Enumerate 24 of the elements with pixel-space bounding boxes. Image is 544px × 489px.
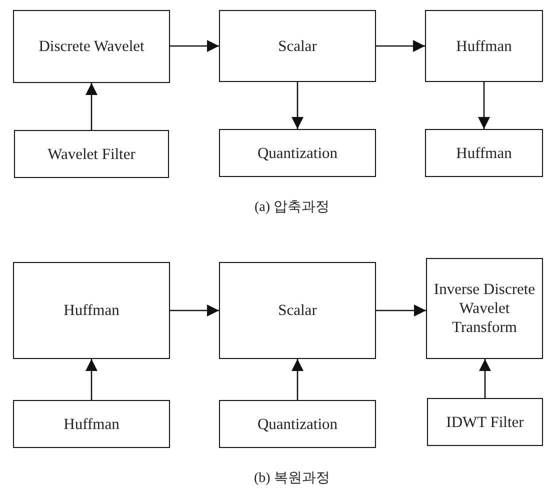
arrow [479,359,491,398]
process-box: Huffman [13,400,170,448]
process-box: Wavelet Filter [14,130,169,178]
caption: (a) 압축과정 [254,199,330,216]
process-box: Huffman [425,10,543,82]
process-box: Scalar [219,262,376,359]
arrow [170,304,219,316]
arrow [86,359,98,400]
process-box: Discrete Wavelet [13,10,170,83]
arrow [376,304,426,316]
arrow [86,83,98,130]
process-box: Huffman [425,129,543,177]
caption: (b) 복원과정 [254,470,330,487]
process-box: Inverse Discrete Wavelet Transform [426,258,543,359]
process-box: Huffman [13,262,170,359]
arrow [170,40,219,52]
process-box: Quantization [219,400,376,448]
process-box: Scalar [219,10,376,82]
arrow [478,82,490,129]
process-box: Quantization [219,129,376,177]
arrow [292,82,304,129]
arrow [376,40,425,52]
process-box: IDWT Filter [427,398,543,446]
arrow [292,359,304,400]
